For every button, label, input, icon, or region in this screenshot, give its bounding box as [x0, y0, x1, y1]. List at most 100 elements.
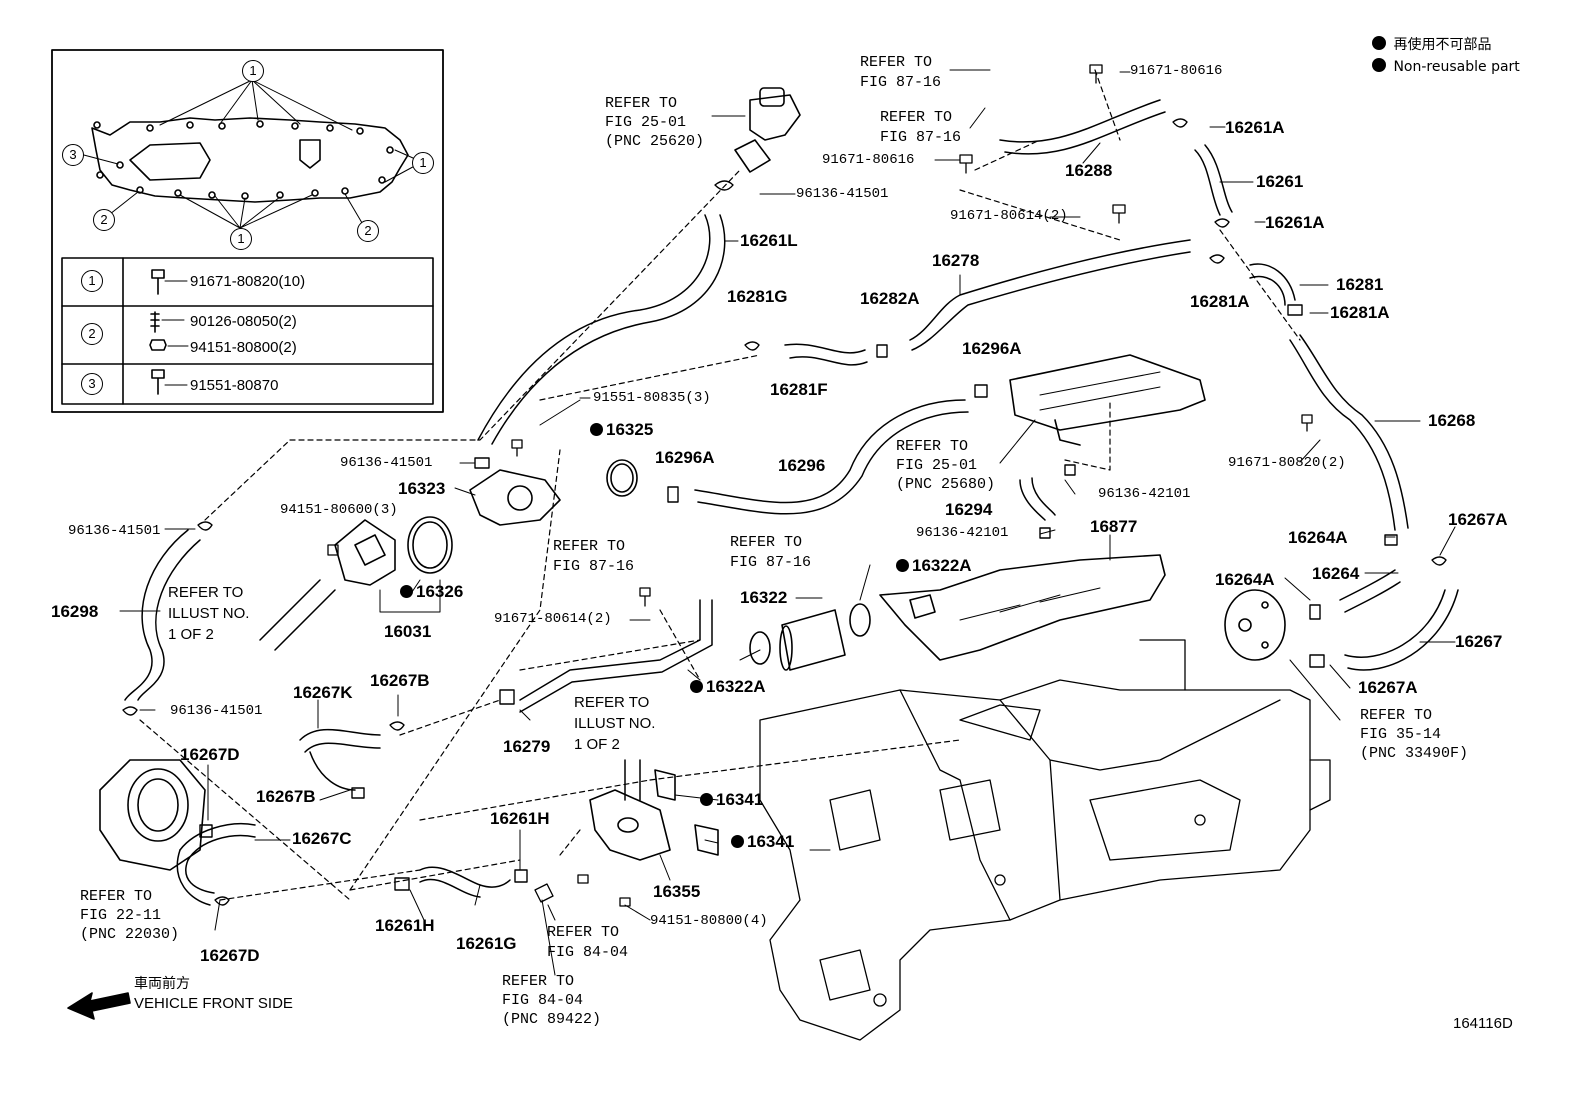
- non-reusable-bullet-icon: [590, 423, 603, 436]
- inset-callout-1: 1: [412, 152, 434, 174]
- part-label-16267D: 16267D: [180, 745, 240, 764]
- part-label-91671-80616: 91671-80616: [1130, 63, 1223, 79]
- inset-callout-2: 2: [93, 209, 115, 231]
- part-label-16296A: 16296A: [962, 339, 1022, 358]
- non-reusable-bullet-icon: [700, 793, 713, 806]
- legend-non-reusable-jp: 再使用不可部品: [1372, 34, 1491, 54]
- bullet-icon: [1372, 36, 1386, 50]
- part-label-91551-80835: 91551-80835(3): [593, 390, 711, 406]
- part-label-16264A: 16264A: [1215, 570, 1275, 589]
- part-label-16264A: 16264A: [1288, 528, 1348, 547]
- part-label-16322A: 16322A: [896, 557, 972, 574]
- refer-illust-center: REFER TO ILLUST NO. 1 OF 2: [574, 694, 656, 753]
- part-label-16281G: 16281G: [727, 287, 788, 306]
- part-label-16341: 16341: [731, 833, 794, 850]
- part-label-16296: 16296: [778, 456, 826, 475]
- part-label-16261H: 16261H: [490, 809, 550, 828]
- part-label-16031: 16031: [384, 622, 432, 641]
- refer-fig84-04-a: REFER TO FIG 84-04: [547, 924, 629, 961]
- table-key-3: 3: [81, 373, 103, 395]
- part-label-16355: 16355: [653, 882, 701, 901]
- part-label-16281A: 16281A: [1330, 303, 1390, 322]
- inset-frame: [51, 49, 444, 413]
- part-label-91671-80820: 91671-80820(2): [1228, 455, 1346, 471]
- table-key-1: 1: [81, 270, 103, 292]
- part-label-16323: 16323: [398, 479, 446, 498]
- part-label-16326: 16326: [400, 583, 463, 600]
- refer-fig22-11: REFER TO FIG 22-11 (PNC 22030): [80, 888, 180, 943]
- part-label-16278: 16278: [932, 251, 980, 270]
- vehicle-front-arrow: [67, 992, 131, 1020]
- figure-code: 164116D: [1453, 1015, 1513, 1032]
- inset-table-frame: [61, 257, 434, 405]
- part-label-16279: 16279: [503, 737, 551, 756]
- part-label-16267A: 16267A: [1448, 510, 1508, 529]
- non-reusable-bullet-icon: [400, 585, 413, 598]
- part-label-16267K: 16267K: [293, 683, 353, 702]
- refer-fig35-14: REFER TO FIG 35-14 (PNC 33490F): [1360, 707, 1469, 762]
- part-label-16877: 16877: [1090, 517, 1138, 536]
- vehicle-front-jp: 車両前方: [134, 976, 190, 992]
- part-label-16288: 16288: [1065, 161, 1113, 180]
- part-label-16261L: 16261L: [740, 231, 798, 250]
- non-reusable-bullet-icon: [690, 680, 703, 693]
- table-part: 91551-80870: [190, 377, 279, 394]
- table-part: 90126-08050(2): [190, 313, 297, 330]
- part-label-16267C: 16267C: [292, 829, 352, 848]
- part-label-16325: 16325: [590, 421, 653, 438]
- manifold-16877: [879, 554, 1166, 661]
- part-label-96136-42101: 96136-42101: [1098, 486, 1191, 502]
- bullet-icon: [1372, 58, 1386, 72]
- refer-fig87-16-left: REFER TO FIG 87-16: [553, 538, 635, 575]
- table-part: 91671-80820(10): [190, 273, 306, 290]
- part-label-16282A: 16282A: [860, 289, 920, 308]
- part-label-16267B: 16267B: [256, 787, 316, 806]
- refer-fig87-16-right: REFER TO FIG 87-16: [730, 534, 812, 571]
- part-label-16261H: 16261H: [375, 916, 435, 935]
- engine-block: [759, 639, 1331, 1041]
- part-label-96136-41501: 96136-41501: [170, 703, 263, 719]
- part-label-16261A: 16261A: [1225, 118, 1285, 137]
- part-label-16298: 16298: [51, 602, 99, 621]
- part-label-16268: 16268: [1428, 411, 1476, 430]
- part-label-91671-80614: 91671-80614(2): [950, 208, 1068, 224]
- table-key-2: 2: [81, 323, 103, 345]
- part-label-96136-41501: 96136-41501: [796, 186, 889, 202]
- part-label-16264: 16264: [1312, 564, 1360, 583]
- inset-callout-1: 1: [242, 60, 264, 82]
- throttle-body: [99, 759, 206, 871]
- refer-fig25-01-top: REFER TO FIG 25-01 (PNC 25620): [605, 95, 705, 150]
- part-label-96136-41501: 96136-41501: [68, 523, 161, 539]
- gasket-outline: [91, 117, 409, 203]
- refer-fig25-01-mid: REFER TO FIG 25-01 (PNC 25680): [896, 438, 996, 493]
- legend-non-reusable-en: Non-reusable part: [1372, 58, 1520, 75]
- part-label-16267D: 16267D: [200, 946, 260, 965]
- inset-callout-1: 1: [230, 228, 252, 250]
- table-part: 94151-80800(2): [190, 339, 297, 356]
- part-label-16261A: 16261A: [1265, 213, 1325, 232]
- non-reusable-bullet-icon: [731, 835, 744, 848]
- non-reusable-bullet-icon: [896, 559, 909, 572]
- part-label-16281: 16281: [1336, 275, 1384, 294]
- part-label-16267B: 16267B: [370, 671, 430, 690]
- part-label-16322A: 16322A: [690, 678, 766, 695]
- refer-fig87-16-mid: REFER TO FIG 87-16: [880, 109, 962, 146]
- refer-fig87-16-top: REFER TO FIG 87-16: [860, 54, 942, 91]
- refer-fig84-04-b: REFER TO FIG 84-04 (PNC 89422): [502, 973, 602, 1028]
- part-label-96136-42101: 96136-42101: [916, 525, 1009, 541]
- part-label-16322: 16322: [740, 588, 788, 607]
- part-label-16341: 16341: [700, 791, 763, 808]
- part-label-94151-80600: 94151-80600(3): [280, 502, 398, 518]
- part-label-16261: 16261: [1256, 172, 1304, 191]
- part-label-91671-80614: 91671-80614(2): [494, 611, 612, 627]
- part-label-96136-41501: 96136-41501: [340, 455, 433, 471]
- part-label-16296A: 16296A: [655, 448, 715, 467]
- inset-callout-2: 2: [357, 220, 379, 242]
- refer-illust-left: REFER TO ILLUST NO. 1 OF 2: [168, 584, 250, 643]
- part-label-16281A: 16281A: [1190, 292, 1250, 311]
- vehicle-front-en: VEHICLE FRONT SIDE: [134, 995, 293, 1012]
- part-label-16261G: 16261G: [456, 934, 517, 953]
- part-label-94151-80800: 94151-80800(4): [650, 913, 768, 929]
- part-label-16281F: 16281F: [770, 380, 828, 399]
